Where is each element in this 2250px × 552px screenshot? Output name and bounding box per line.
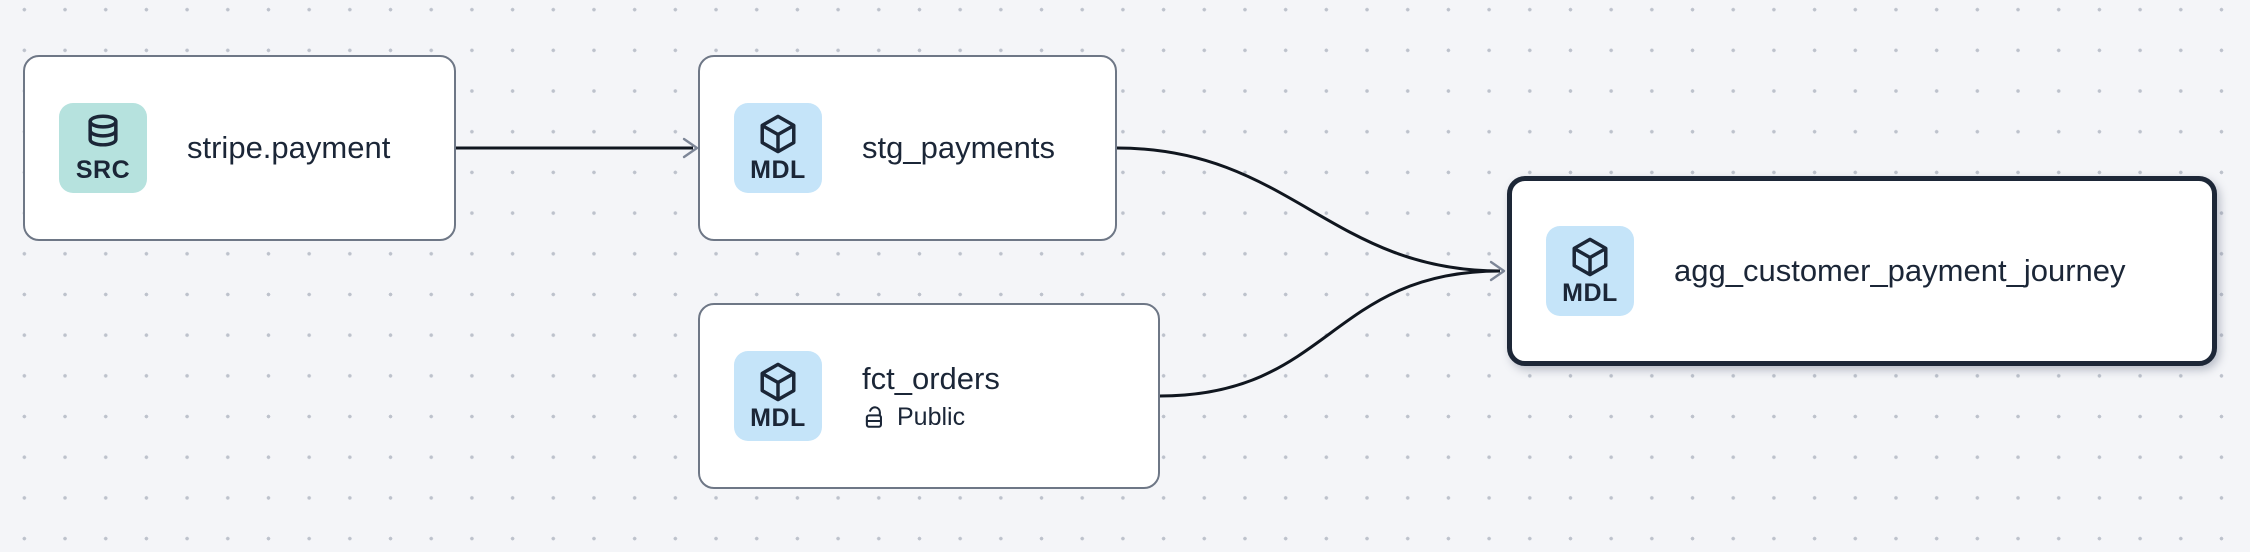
node-stg-payments[interactable]: MDL stg_payments xyxy=(698,55,1117,241)
badge-label: SRC xyxy=(75,155,131,184)
node-title: fct_orders xyxy=(862,361,1000,397)
node-title: agg_customer_payment_journey xyxy=(1674,252,2126,288)
arrowhead-icon xyxy=(1489,260,1506,282)
cube-icon xyxy=(760,362,796,402)
badge-label: MDL xyxy=(750,403,806,432)
node-agg-customer-payment-journey[interactable]: MDL agg_customer_payment_journey xyxy=(1507,176,2217,366)
badge-label: MDL xyxy=(1562,278,1618,307)
database-icon xyxy=(88,114,118,147)
lock-open-icon xyxy=(865,406,882,428)
node-title: stripe.payment xyxy=(187,129,391,165)
source-type-badge: SRC xyxy=(59,103,147,193)
access-label: Public xyxy=(897,402,966,431)
arrowhead-icon xyxy=(682,137,699,159)
badge-label: MDL xyxy=(750,155,806,184)
model-type-badge: MDL xyxy=(1546,226,1634,316)
node-stripe-payment[interactable]: SRC stripe.payment xyxy=(23,55,456,241)
cube-icon xyxy=(1572,237,1608,277)
node-fct-orders[interactable]: MDL fct_orders Public xyxy=(698,303,1160,489)
node-title: stg_payments xyxy=(862,129,1055,165)
edge-stg-payments-to-agg xyxy=(1116,146,1501,273)
cube-icon xyxy=(760,114,796,154)
model-type-badge: MDL xyxy=(734,351,822,441)
edge-fct-orders-to-agg xyxy=(1159,269,1501,398)
access-row: Public xyxy=(862,402,1000,432)
model-type-badge: MDL xyxy=(734,103,822,193)
